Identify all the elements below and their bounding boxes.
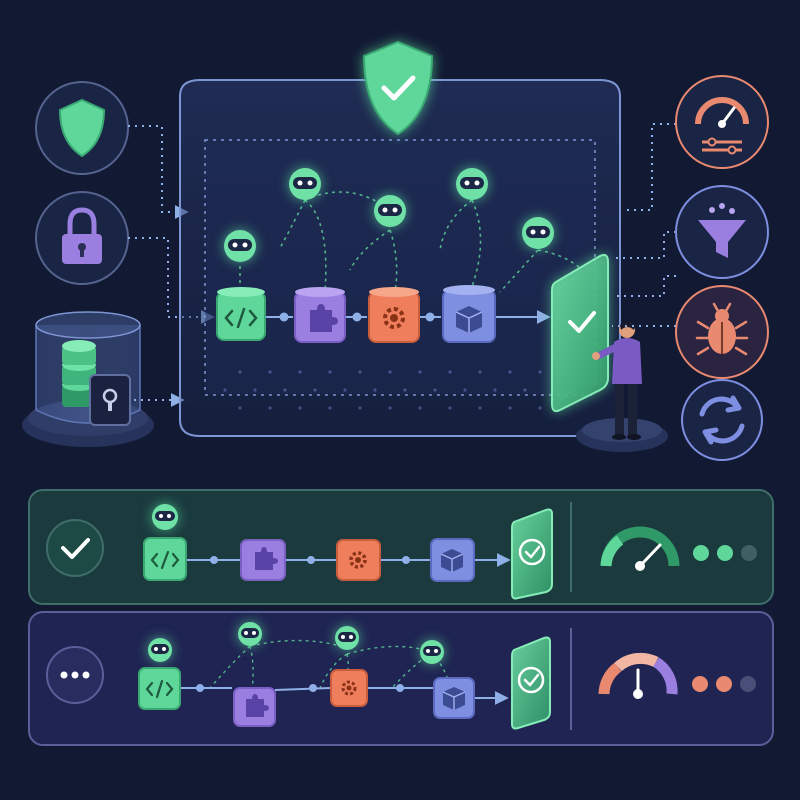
gauge-circle[interactable] [675, 75, 769, 169]
database-stack-icon [62, 340, 96, 407]
package-icon [455, 306, 483, 333]
gauge-healthy [600, 526, 680, 571]
safe-keyhole-icon [89, 374, 131, 426]
gear-icon [349, 551, 367, 569]
approval-device[interactable] [551, 253, 609, 413]
agent-bot [148, 638, 172, 662]
approval-device [511, 508, 553, 600]
approval-device [511, 636, 551, 730]
row1-flow [186, 553, 511, 567]
ellipsis-icon [60, 671, 90, 679]
funnel-filter-icon [698, 203, 746, 258]
gear-stage [330, 669, 368, 707]
left-security-column [22, 81, 154, 447]
main-pipeline-flow [265, 310, 551, 324]
refresh-icon [699, 395, 745, 445]
agent-bot[interactable] [456, 168, 488, 200]
gauge-mixed [598, 652, 678, 699]
vault-database [22, 311, 154, 447]
approval-gate [551, 253, 668, 452]
code-stage[interactable] [216, 287, 266, 341]
check-icon [61, 538, 90, 559]
check-icon [381, 75, 416, 101]
shield-icon [58, 98, 106, 158]
bug-circle[interactable] [675, 285, 769, 379]
funnel-circle[interactable] [675, 185, 769, 279]
agent-bot [238, 622, 262, 646]
gear-icon [341, 680, 357, 696]
check-icon [523, 673, 540, 687]
check-icon [524, 545, 541, 559]
agents [224, 168, 554, 262]
gear-stage [336, 539, 381, 581]
refresh-circle[interactable] [681, 379, 763, 461]
puzzle-icon [255, 547, 278, 570]
gauge-icon [695, 97, 749, 155]
agent-bot[interactable] [522, 217, 554, 249]
status-circle-complete [46, 519, 104, 577]
status-circle-pending [46, 646, 104, 704]
agent-bot[interactable] [289, 168, 321, 200]
pipeline-row-in-progress[interactable] [28, 611, 774, 746]
lock-icon [62, 207, 102, 264]
check-icon [568, 311, 596, 333]
package-icon [442, 687, 466, 710]
puzzle-stage [240, 539, 286, 581]
agent-bot [152, 504, 178, 530]
agent-bot[interactable] [224, 230, 256, 262]
right-monitoring-column [675, 75, 769, 461]
puzzle-stage [233, 687, 276, 727]
package-icon [440, 549, 464, 572]
puzzle-stage[interactable] [294, 287, 346, 343]
code-stage [143, 537, 187, 581]
pipeline-row-complete[interactable] [28, 489, 774, 605]
package-stage[interactable] [442, 285, 496, 343]
puzzle-icon [246, 694, 269, 717]
gear-icon [383, 307, 405, 329]
code-icon [224, 307, 258, 329]
lock-circle[interactable] [35, 191, 129, 285]
package-stage [433, 677, 475, 719]
status-dots [692, 676, 756, 692]
bug-icon [695, 302, 749, 356]
code-icon [150, 550, 180, 570]
package-stage [430, 538, 475, 582]
gear-stage[interactable] [368, 287, 420, 343]
right-connectors [612, 123, 676, 327]
puzzle-icon [310, 304, 338, 332]
reviewer-person [592, 321, 642, 440]
code-icon [145, 679, 174, 699]
status-dots [693, 545, 757, 561]
code-stage [138, 667, 181, 710]
main-pipeline-stages [216, 285, 496, 343]
top-shield-check [362, 40, 434, 136]
shield-circle[interactable] [35, 81, 129, 175]
agent-bot [335, 626, 359, 650]
floor-grid-dots [223, 370, 542, 410]
row2-flow [180, 684, 509, 705]
agent-bot[interactable] [374, 195, 406, 227]
agent-bot [420, 640, 444, 664]
